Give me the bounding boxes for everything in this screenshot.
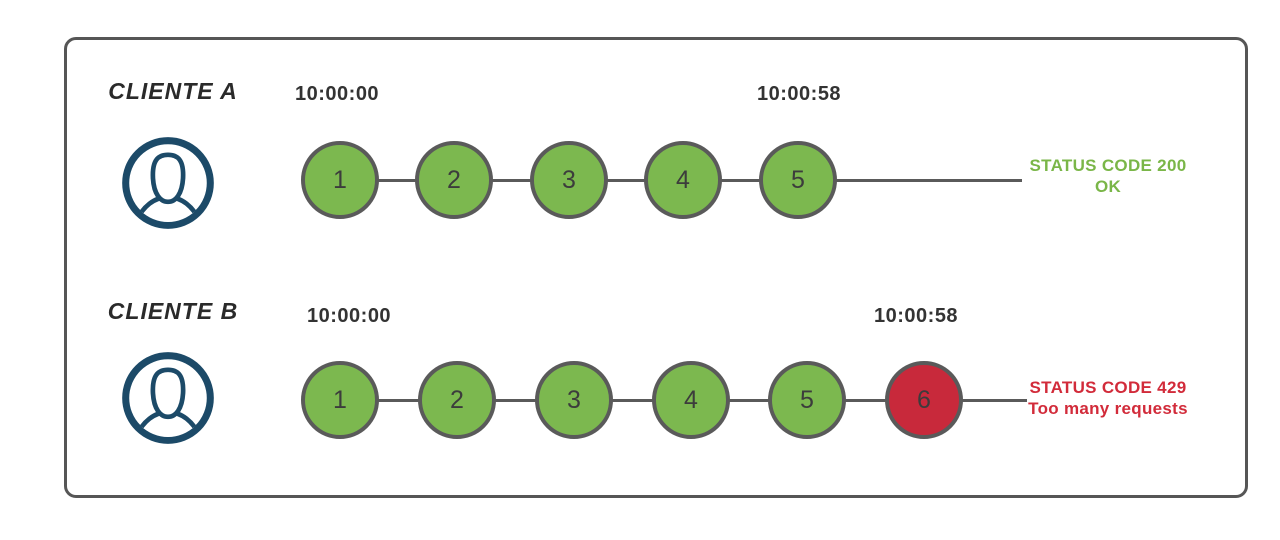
status-message-line: OK: [1094, 177, 1122, 196]
request-node: 4: [644, 141, 722, 219]
row-a-end-timestamp: 10:00:58: [757, 83, 842, 105]
request-node: 5: [768, 361, 846, 439]
status-message-line: Too many requests: [1028, 399, 1188, 418]
request-node: 2: [418, 361, 496, 439]
status-code-line: STATUS CODE 200: [1029, 156, 1187, 175]
row-b-status: STATUS CODE 429 Too many requests: [1023, 377, 1193, 419]
row-a-status: STATUS CODE 200 OK: [1023, 155, 1193, 197]
row-b-start-timestamp: 10:00:00: [307, 305, 392, 327]
request-node: 5: [759, 141, 837, 219]
request-node: 3: [530, 141, 608, 219]
outer-frame: [64, 37, 1248, 498]
row-b-end-timestamp: 10:00:58: [874, 305, 959, 327]
request-node-rejected: 6: [885, 361, 963, 439]
client-a-label: CLIENTE A: [108, 78, 238, 104]
request-node: 1: [301, 361, 379, 439]
status-code-line: STATUS CODE 429: [1029, 378, 1187, 397]
row-a-start-timestamp: 10:00:00: [295, 83, 380, 105]
user-avatar-b-icon: [121, 351, 215, 445]
client-b-label: CLIENTE B: [107, 298, 239, 324]
request-node: 4: [652, 361, 730, 439]
request-node: 1: [301, 141, 379, 219]
request-node: 3: [535, 361, 613, 439]
user-avatar-a-icon: [121, 136, 215, 230]
request-node: 2: [415, 141, 493, 219]
